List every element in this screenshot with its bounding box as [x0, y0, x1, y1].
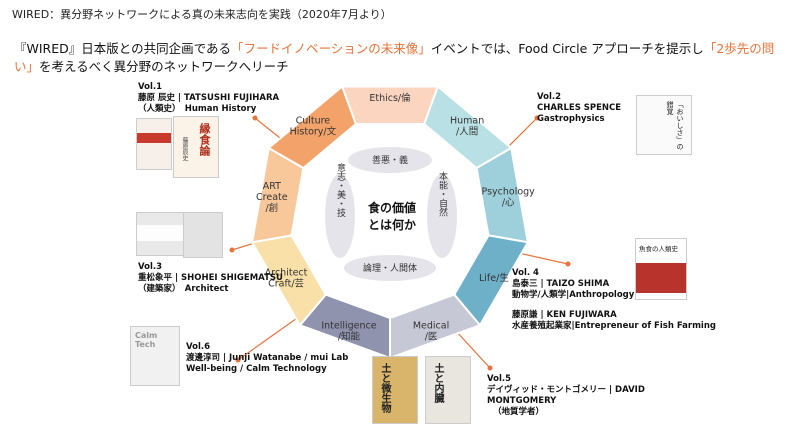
guest-vol4-field2: 水産養殖起業家|Entrepreneur of Fish Farming	[512, 321, 716, 332]
book-title: 土と微生物	[377, 363, 392, 413]
book-cover-vol3a	[136, 212, 184, 256]
guest-vol1-field: （人類史） Human History	[138, 104, 279, 115]
connector-dot-0	[253, 116, 258, 121]
guest-vol6-vol: Vol.6	[186, 342, 348, 353]
guest-vol3-field: （建築家） Architect	[138, 284, 283, 295]
guest-vol5-name2: MONTGOMERY	[487, 396, 645, 407]
guest-vol6-field: Well-being / Calm Technology	[186, 364, 348, 375]
center-label-line2: とは何か	[368, 217, 416, 232]
book-cover-vol4: 魚食の人類史	[635, 238, 687, 300]
book-title: Calm Tech	[135, 331, 179, 349]
segment-label-3-0: Life/生	[479, 272, 509, 284]
book-band	[137, 225, 183, 241]
guest-vol4-name2: 藤原謙 | KEN FUJIWARA	[512, 310, 716, 321]
segment-label-4-0: Medical	[413, 320, 449, 331]
guest-vol1: Vol.1 藤原 辰史 | TATSUSHI FUJIHARA （人類史） Hu…	[138, 82, 279, 115]
book-cover-vol1a	[136, 118, 172, 170]
book-title: 「おいしさ」の錯覚	[665, 101, 685, 154]
guest-vol3-name: 重松象平 | SHOHEI SHIGEMATSU	[138, 273, 283, 284]
inner-label-right: 本能・自然	[437, 170, 448, 217]
guest-vol3: Vol.3 重松象平 | SHOHEI SHIGEMATSU （建築家） Arc…	[138, 262, 283, 295]
segment-label-7-1: Create	[256, 192, 288, 203]
inner-label-bottom: 論理・人間体	[363, 262, 417, 274]
segment-label-7-0: ART	[263, 181, 281, 192]
book-author: 藤原辰史	[180, 137, 189, 161]
guest-vol5-name: デイヴィッド・モントゴメリー | DAVID	[487, 385, 645, 396]
book-cover-vol3b	[183, 212, 223, 258]
guest-vol2: Vol.2 CHARLES SPENCE Gastrophysics	[537, 92, 621, 125]
book-cover-vol5a: 土と微生物	[372, 356, 418, 424]
book-band	[137, 133, 171, 143]
segment-label-2-1: /心	[502, 198, 515, 209]
book-band	[636, 263, 686, 293]
guest-vol2-name: CHARLES SPENCE	[537, 103, 621, 114]
guest-vol2-field: Gastrophysics	[537, 114, 621, 125]
connector-dot-5	[488, 366, 493, 371]
segment-label-1-0: Human	[450, 116, 484, 127]
book-title: 縁食論	[196, 123, 212, 156]
inner-circle: 善悪・義 論理・人間体 意志・美・技 本能・自然 食の価値 とは何か	[298, 126, 482, 310]
guest-vol5: Vol.5 デイヴィッド・モントゴメリー | DAVID MONTGOMERY …	[487, 374, 645, 418]
segment-label-8-0: Culture	[296, 116, 331, 127]
segment-label-2-0: Psychology	[482, 187, 536, 198]
segment-label-8-1: History/文	[290, 126, 337, 138]
center-label-line1: 食の価値	[367, 200, 416, 215]
guest-vol1-vol: Vol.1	[138, 82, 279, 93]
guest-vol2-vol: Vol.2	[537, 92, 621, 103]
guest-vol6-name: 渡邊淳司 | Junji Watanabe / mui Lab	[186, 353, 348, 364]
inner-label-top: 善悪・義	[372, 154, 408, 166]
inner-label-left: 意志・美・技	[335, 162, 346, 218]
segment-label-5-0: Intelligence	[321, 320, 376, 331]
book-cover-vol1b: 縁食論 藤原辰史	[173, 116, 219, 178]
segment-label-0-0: Ethics/倫	[369, 92, 411, 104]
segment-label-1-1: /人間	[456, 127, 478, 138]
guest-vol1-name: 藤原 辰史 | TATSUSHI FUJIHARA	[138, 93, 279, 104]
guest-vol3-vol: Vol.3	[138, 262, 283, 273]
segment-label-7-2: /創	[265, 202, 278, 214]
guest-vol5-field: （地質学者）	[487, 407, 645, 418]
book-title: 魚食の人類史	[639, 243, 678, 253]
segment-label-4-1: /医	[425, 331, 438, 342]
connector-dot-3	[566, 262, 571, 267]
connector-dot-2	[230, 248, 235, 253]
guest-vol5-vol: Vol.5	[487, 374, 645, 385]
book-cover-vol6: Calm Tech	[130, 326, 180, 386]
connector-line-1	[505, 118, 537, 150]
book-cover-vol5b: 土と内臓	[425, 356, 471, 424]
book-cover-vol2: 「おいしさ」の錯覚	[636, 95, 692, 155]
segment-label-5-1: /知能	[338, 330, 361, 342]
book-title: 土と内臓	[430, 363, 445, 403]
guest-vol6: Vol.6 渡邊淳司 | Junji Watanabe / mui Lab We…	[186, 342, 348, 375]
